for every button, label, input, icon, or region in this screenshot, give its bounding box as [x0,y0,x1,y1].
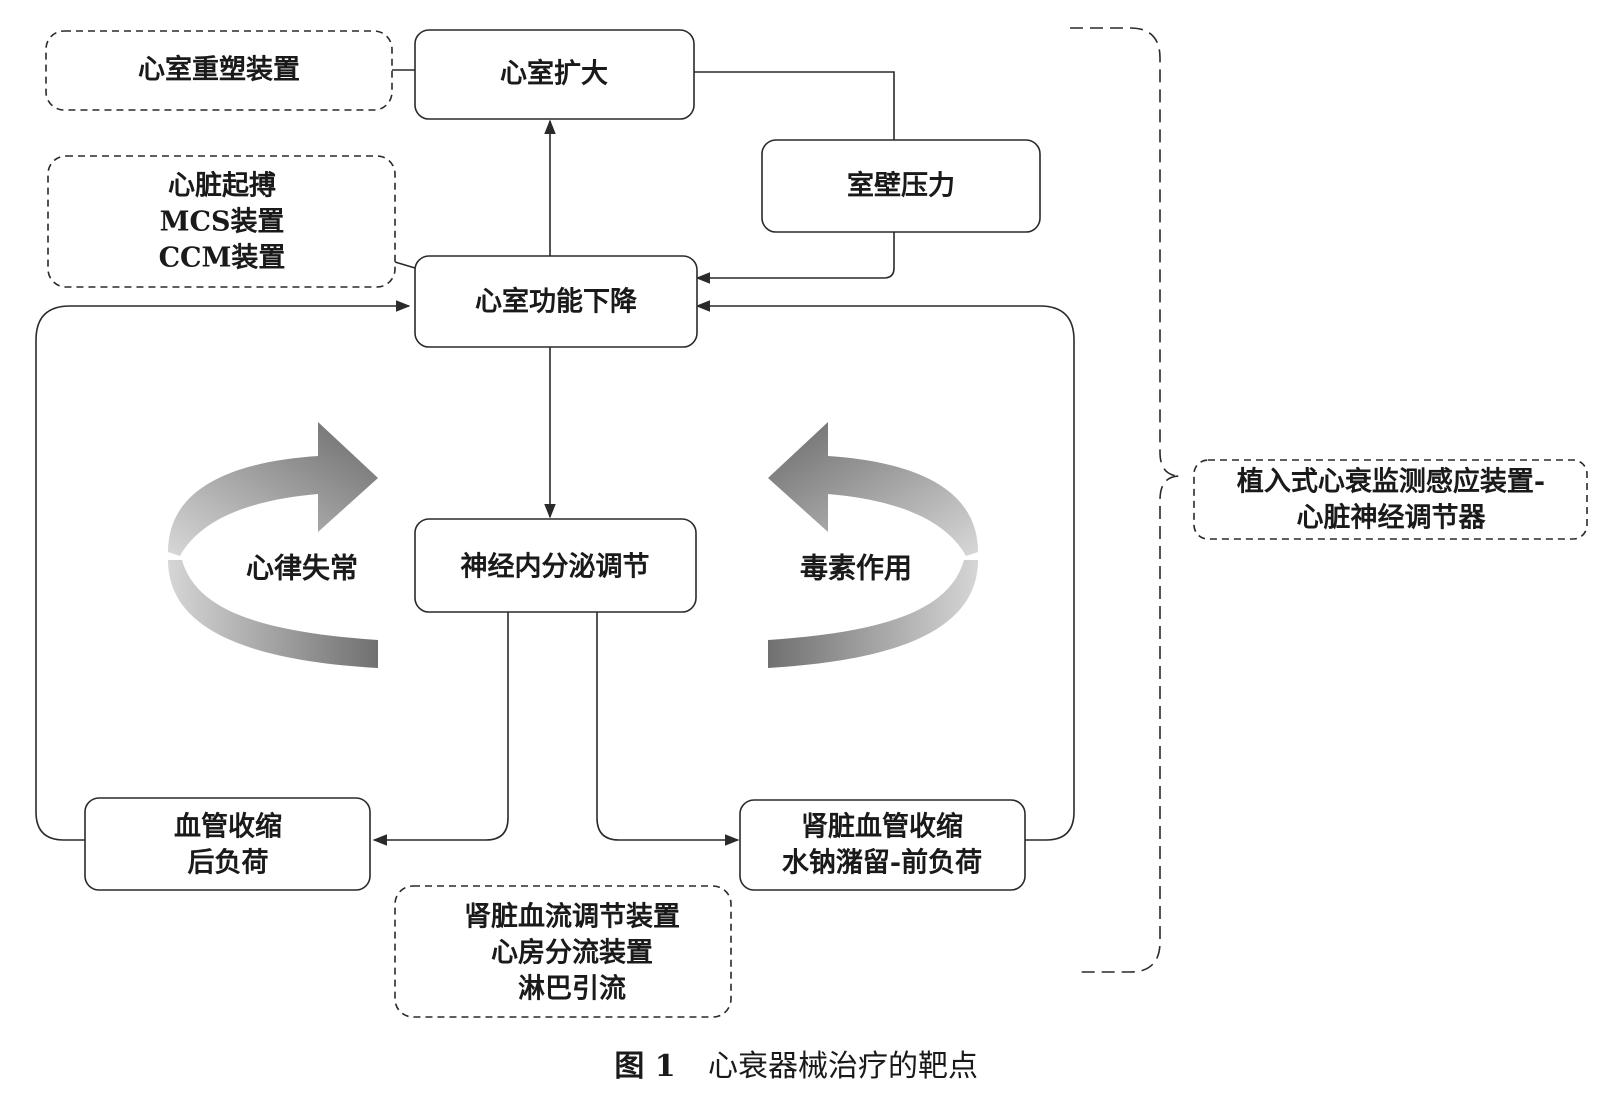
node-neuroendocrine-label: 神经内分泌调节 [461,551,650,583]
monitoring-bracket [1070,27,1181,973]
cycle-label-arrhythmia: 心律失常 [246,552,358,585]
edge-neuroendocrine-to-vasoconstriction [372,612,509,846]
device-monitoring-line-2: 心脏神经调节器 [1297,502,1487,534]
device-monitoring-line-1: 植入式心衰监测感应装置- [1237,466,1545,498]
device-pacing-line-3: CCM装置 [159,243,286,274]
cycle-label-toxicity: 毒素作用 [800,552,912,585]
node-vasoconstriction: 血管收缩 后负荷 [84,797,371,891]
cycle-arrow-left-lower [168,560,378,668]
device-renal-flow-line-3: 淋巴引流 [518,974,626,1005]
device-pacing: 心脏起搏 MCS装置 CCM装置 [47,155,396,288]
cycle-arrow-right-upper [768,422,978,556]
node-wall-stress-label: 室壁压力 [847,170,955,202]
device-renal-flow: 肾脏血流调节装置 心房分流装置 淋巴引流 [394,885,732,1018]
edge-renal-to-dysfunction [695,300,1075,841]
edge-vasoconstriction-to-dysfunction [35,300,411,841]
device-remodeling-label: 心室重塑装置 [138,54,300,86]
device-pacing-line-1: 心脏起搏 [168,171,276,202]
edge-wallstress-to-dysfunction [695,232,895,284]
cycle-arrow-right-lower [768,560,978,668]
cycle-arrow-left [168,422,378,668]
cycle-arrow-right [768,422,978,668]
node-ventricular-enlargement-label: 心室扩大 [500,58,608,90]
node-renal: 肾脏血管收缩 水钠潴留-前负荷 [739,799,1026,891]
figure-title: 心衰器械治疗的靶点 [708,1049,978,1084]
node-renal-line-1: 肾脏血管收缩 [801,811,963,843]
node-ventricular-enlargement: 心室扩大 [414,29,695,120]
figure-number: 图 1 [614,1049,675,1084]
node-vasoconstriction-line-1: 血管收缩 [174,811,282,843]
edge-neuroendocrine-to-renal [596,612,740,846]
device-renal-flow-line-1: 肾脏血流调节装置 [464,902,680,933]
node-vasoconstriction-line-2: 后负荷 [188,848,269,879]
device-renal-flow-line-2: 心房分流装置 [491,938,653,969]
device-pacing-line-2: MCS装置 [160,207,285,238]
node-neuroendocrine: 神经内分泌调节 [414,518,697,613]
node-wall-stress: 室壁压力 [761,139,1041,233]
node-renal-line-2: 水钠潴留-前负荷 [782,847,982,879]
node-ventricular-dysfunction: 心室功能下降 [414,255,698,348]
edge-enlargement-to-wallstress [694,71,895,140]
device-remodeling: 心室重塑装置 [45,30,393,111]
connector-pacing-device [394,261,416,269]
edges [35,69,1075,846]
node-ventricular-dysfunction-label: 心室功能下降 [475,286,638,318]
device-monitoring: 植入式心衰监测感应装置- 心脏神经调节器 [1193,459,1588,540]
cycle-arrow-left-upper [168,422,378,556]
